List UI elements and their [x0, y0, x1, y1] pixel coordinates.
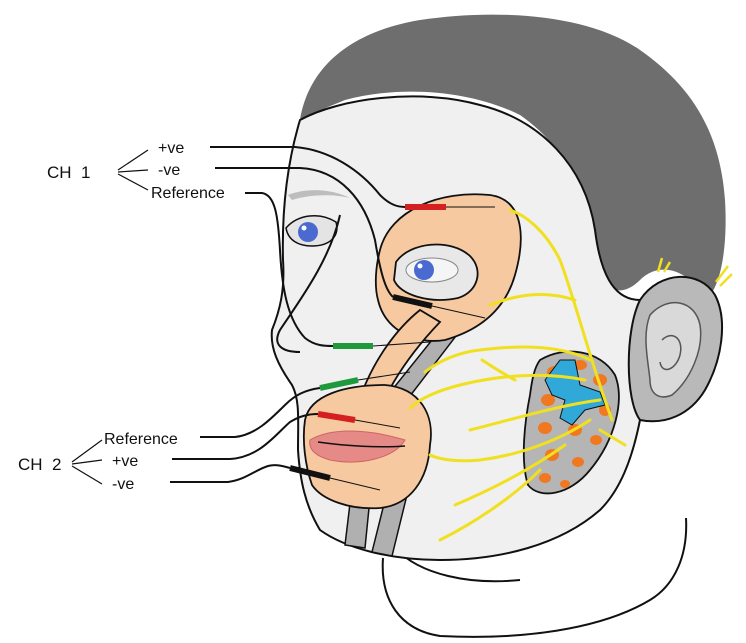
left-eye-highlight: [302, 226, 307, 231]
ch2-reference-label: Reference: [104, 431, 178, 448]
ch2-positive-label: +ve: [112, 453, 138, 470]
left-eye-iris: [298, 222, 318, 242]
right-eye-highlight: [418, 264, 423, 269]
ch1-positive-label: +ve: [158, 140, 184, 157]
ch2-negative-label: -ve: [112, 476, 134, 493]
right-eye-iris: [414, 260, 434, 280]
ch1-reference-label: Reference: [151, 185, 225, 202]
ch2-label: CH 2: [18, 455, 61, 474]
ch1-label: CH 1: [47, 163, 90, 182]
ear: [629, 277, 722, 421]
ch1-negative-label: -ve: [158, 162, 180, 179]
